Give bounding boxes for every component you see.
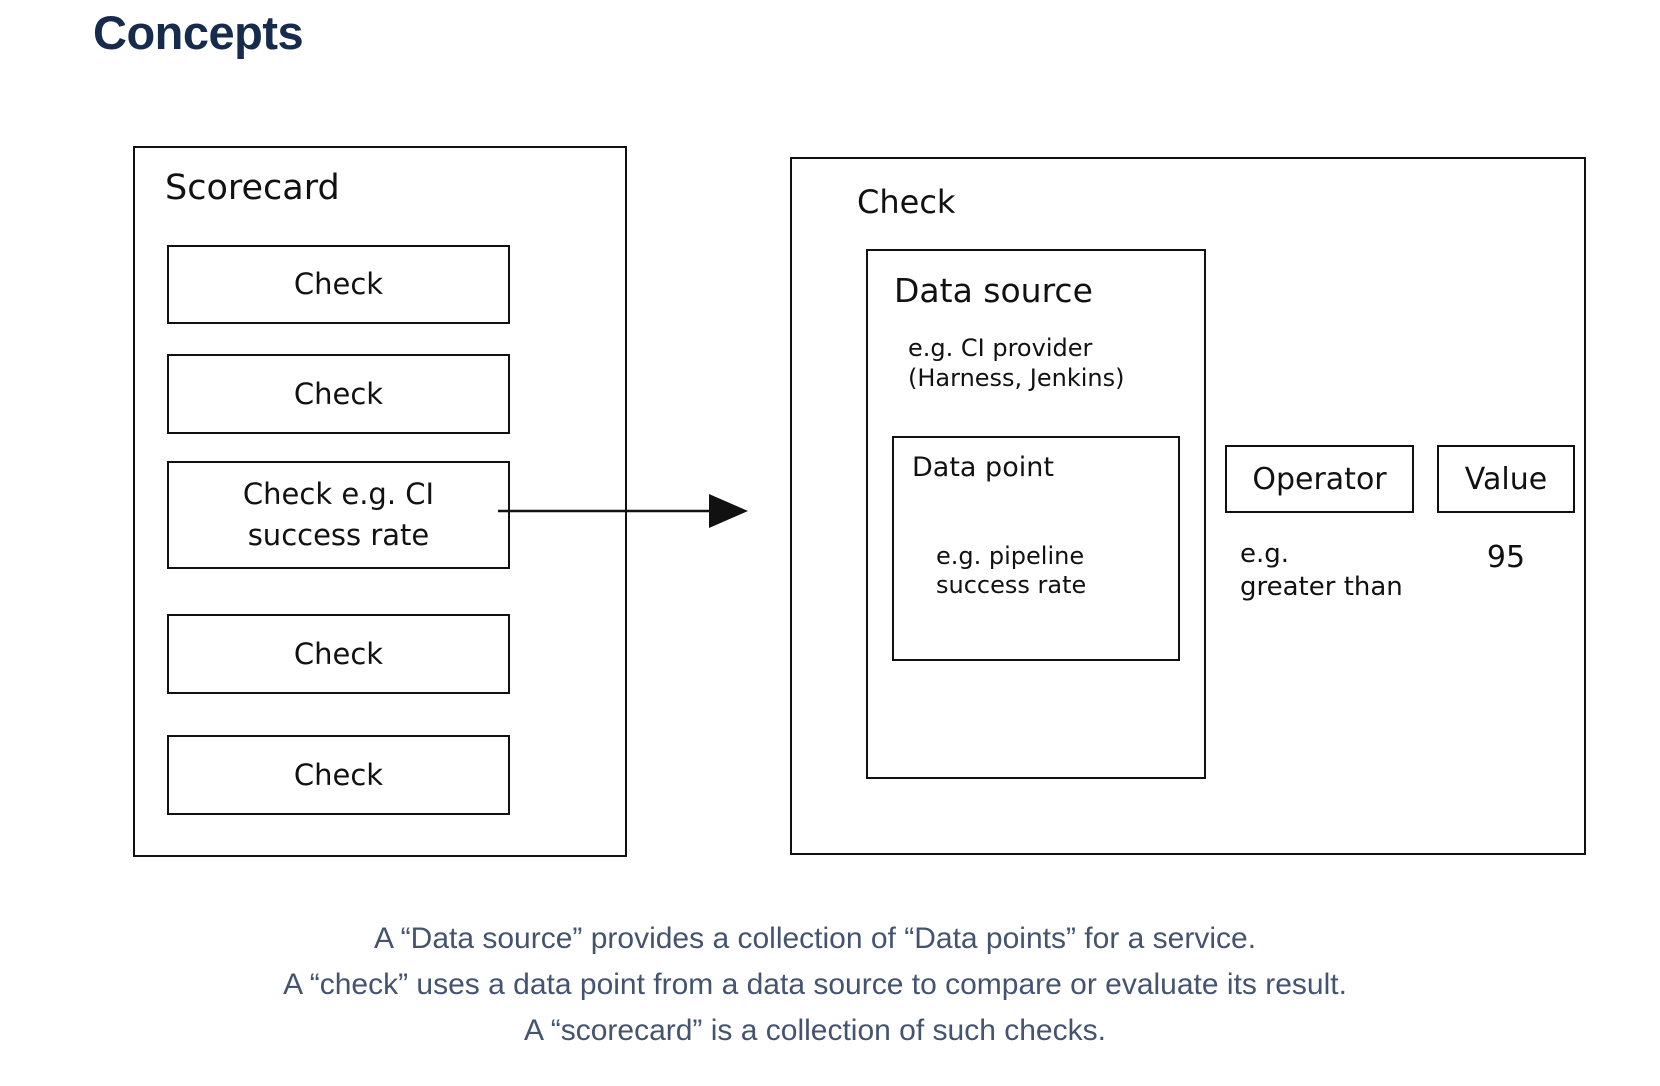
value-label: Value [1464, 461, 1548, 497]
operator-label: Operator [1252, 461, 1387, 497]
value-example: 95 [1486, 540, 1526, 575]
scorecard-check-item-2: Check [167, 354, 510, 434]
scorecard-check-item-5: Check [167, 735, 510, 815]
scorecard-check-item-3: Check e.g. CI success rate [167, 461, 510, 569]
operator-box: Operator [1225, 445, 1414, 513]
scorecard-label: Scorecard [165, 168, 340, 208]
arrow-right-icon [498, 494, 748, 528]
data-point-example: e.g. pipeline success rate [936, 542, 1087, 599]
page-title: Concepts [93, 6, 304, 59]
scorecard-check-item-4: Check [167, 614, 510, 694]
check-box: Check Data source e.g. CI provider (Harn… [790, 157, 1586, 855]
operator-example: e.g. greater than [1240, 539, 1403, 602]
data-point-box: Data point e.g. pipeline success rate [892, 436, 1180, 661]
caption-notes: A “Data source” provides a collection of… [0, 916, 1630, 1054]
note-line-1: A “Data source” provides a collection of… [373, 922, 1257, 955]
scorecard-box: Scorecard Check Check Check e.g. CI succ… [133, 146, 627, 857]
note-line-2: A “check” uses a data point from a data … [283, 968, 1347, 1001]
data-source-box: Data source e.g. CI provider (Harness, J… [866, 249, 1206, 779]
data-point-label: Data point [912, 452, 1054, 483]
note-line-3: A “scorecard” is a collection of such ch… [524, 1014, 1106, 1047]
check-label: Check [857, 183, 956, 221]
value-box: Value [1437, 445, 1575, 513]
scorecard-check-item-1: Check [167, 245, 510, 324]
data-source-label: Data source [894, 271, 1093, 310]
data-source-example: e.g. CI provider (Harness, Jenkins) [908, 334, 1125, 392]
